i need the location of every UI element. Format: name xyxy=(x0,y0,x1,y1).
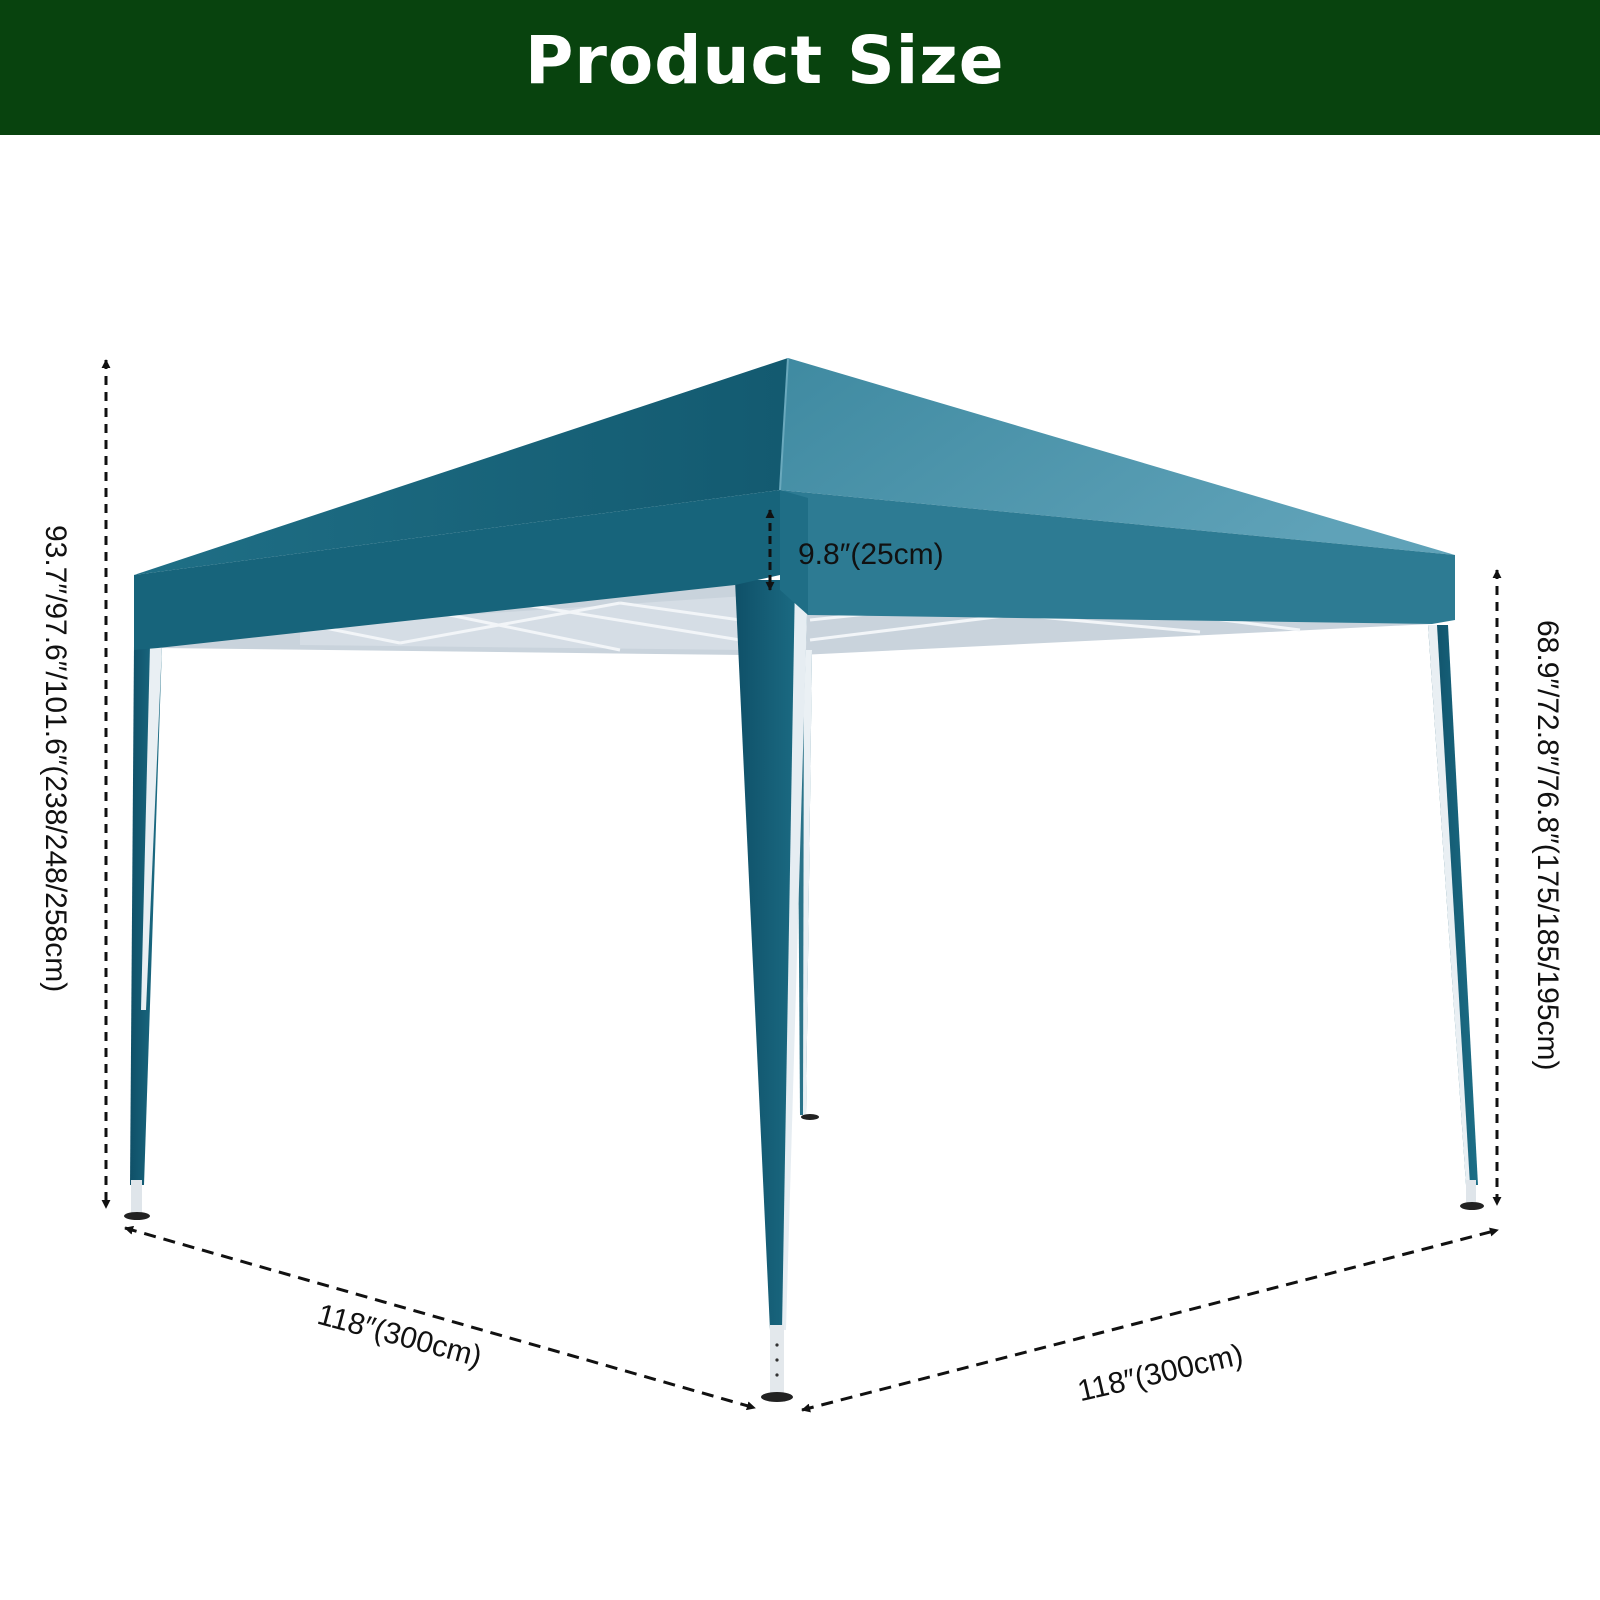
eave-height-label: 68.9″/72.8″/76.8″(175/185/195cm) xyxy=(1531,620,1564,1071)
total-height-label: 93.7″/97.6″/101.6″(238/248/258cm) xyxy=(39,525,72,993)
header-banner: Product Size xyxy=(0,0,1600,135)
canopy-roof xyxy=(134,357,1455,650)
right-leg xyxy=(1428,625,1484,1210)
header-title: Product Size xyxy=(525,22,1005,99)
valance-drop-label: 9.8″(25cm) xyxy=(798,538,944,571)
left-width-dimension-line xyxy=(124,1225,756,1411)
left-leg xyxy=(124,645,162,1220)
front-leg xyxy=(735,580,808,1402)
